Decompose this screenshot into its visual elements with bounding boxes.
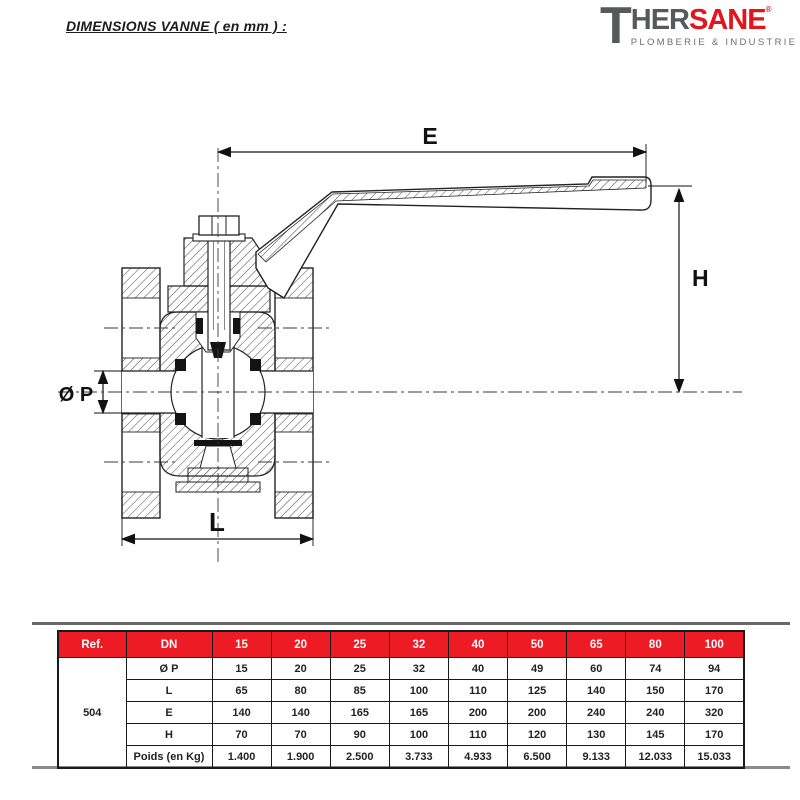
- table-cell: 1.400: [211, 745, 272, 769]
- ball-seats: [175, 359, 261, 425]
- table-cell: 74: [625, 657, 686, 680]
- table-cell: 200: [447, 701, 509, 724]
- table-cell: 3.733: [388, 745, 449, 769]
- table-cell: 240: [566, 701, 627, 724]
- table-cell: 40: [447, 657, 509, 680]
- table-cell: 145: [625, 723, 686, 746]
- table-cell: 150: [625, 679, 686, 702]
- dn-value-header-cell: 20: [270, 630, 331, 658]
- table-cell: 110: [447, 723, 509, 746]
- table-cell: 240: [625, 701, 686, 724]
- page-title: DIMENSIONS VANNE ( en mm ) :: [66, 18, 287, 34]
- table-cell: 20: [270, 657, 331, 680]
- table-cell: 70: [211, 723, 272, 746]
- dim-label-e: E: [422, 123, 437, 149]
- table-cell: 2.500: [329, 745, 390, 769]
- row-label-cell: E: [125, 701, 213, 724]
- stem-assembly: [192, 215, 246, 358]
- centerlines: [58, 148, 742, 566]
- table-cell: 65: [211, 679, 272, 702]
- dn-value-header-cell: 32: [388, 630, 449, 658]
- table-cell: 140: [211, 701, 272, 724]
- dn-value-header-cell: 65: [566, 630, 627, 658]
- table-cell: 85: [329, 679, 390, 702]
- handle-lever: [255, 176, 652, 299]
- dn-value-header-cell: 25: [329, 630, 390, 658]
- table-cell: 170: [684, 679, 745, 702]
- table-cell: 25: [329, 657, 390, 680]
- logo-gray-part: HER: [630, 4, 690, 36]
- table-cell: 320: [684, 701, 745, 724]
- table-cell: 140: [270, 701, 331, 724]
- table-cell: 80: [270, 679, 331, 702]
- logo-tagline: PLOMBERIE & INDUSTRIE: [630, 37, 798, 48]
- table-cell: 15: [211, 657, 272, 680]
- logo-initial: T: [600, 0, 632, 55]
- left-flange: [121, 267, 161, 519]
- dn-value-header-cell: 80: [625, 630, 686, 658]
- row-label-cell: H: [125, 723, 213, 746]
- row-label-cell: Ø P: [125, 657, 213, 680]
- brand-logo: T HERSANE® PLOMBERIE & INDUSTRIE: [600, 0, 798, 55]
- table-cell: 120: [507, 723, 568, 746]
- logo-red-part: SANE: [689, 4, 767, 36]
- table-cell: 125: [507, 679, 568, 702]
- table-cell: 90: [329, 723, 390, 746]
- ref-value-cell: 504: [57, 657, 127, 769]
- dn-value-header-cell: 50: [507, 630, 568, 658]
- table-cell: 170: [684, 723, 745, 746]
- table-cell: 100: [388, 679, 449, 702]
- table-cell: 1.900: [270, 745, 331, 769]
- valve-drawing: E H Ø P L: [58, 123, 742, 566]
- table-cell: 200: [507, 701, 568, 724]
- table-cell: 4.933: [447, 745, 509, 769]
- table-cell: 165: [388, 701, 449, 724]
- table-cell: 94: [684, 657, 745, 680]
- dn-value-header-cell: 40: [447, 630, 509, 658]
- registered-mark-icon: ®: [765, 5, 772, 14]
- ref-header-cell: Ref.: [57, 630, 127, 658]
- row-label-cell: L: [125, 679, 213, 702]
- logo-wordmark: HERSANE®: [631, 6, 798, 35]
- dim-label-h: H: [692, 265, 709, 291]
- table-cell: 110: [447, 679, 509, 702]
- table-cell: 49: [507, 657, 568, 680]
- table-cell: 100: [388, 723, 449, 746]
- section-rule-top: [32, 622, 790, 625]
- table-cell: 70: [270, 723, 331, 746]
- table-cell: 32: [388, 657, 449, 680]
- table-cell: 140: [566, 679, 627, 702]
- table-cell: 15.033: [684, 745, 745, 769]
- table-cell: 130: [566, 723, 627, 746]
- table-cell: 9.133: [566, 745, 627, 769]
- dim-label-dia-p: Ø P: [59, 384, 93, 406]
- table-cell: 6.500: [507, 745, 568, 769]
- dn-value-header-cell: 15: [211, 630, 272, 658]
- table-cell: 60: [566, 657, 627, 680]
- table-cell: 165: [329, 701, 390, 724]
- row-label-cell: Poids (en Kg): [125, 745, 213, 769]
- dn-header-cell: DN: [125, 630, 213, 658]
- dimension-lines: [94, 144, 692, 546]
- table-cell: 12.033: [625, 745, 686, 769]
- dn-value-header-cell: 100: [684, 630, 745, 658]
- dim-label-l: L: [209, 507, 225, 537]
